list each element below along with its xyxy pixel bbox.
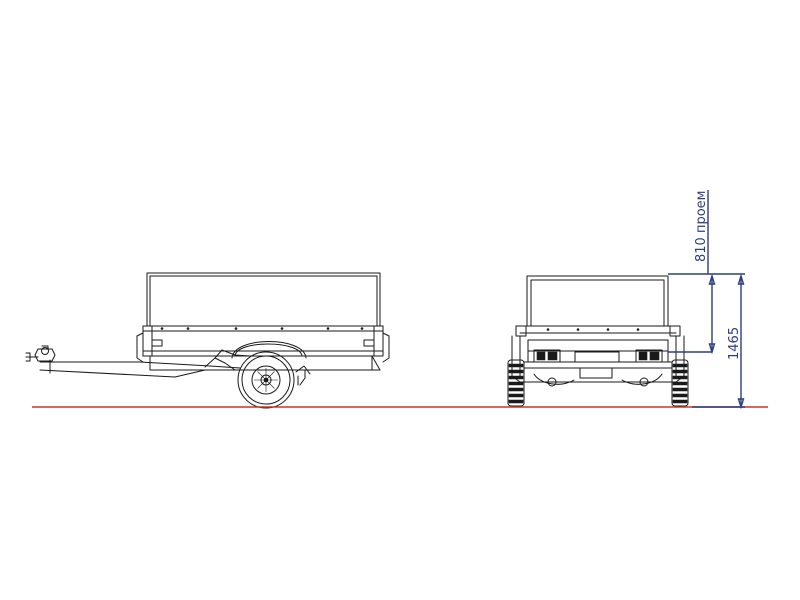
rear-view: [507, 275, 689, 407]
dimension-lines: [668, 190, 745, 410]
coupling-head: [25, 345, 56, 362]
cargo-body: [136, 272, 390, 371]
rear-right-wheel: [671, 359, 689, 407]
right-tail-light: [635, 349, 663, 363]
opening-dimension-label: 810 проем: [694, 191, 709, 262]
side-view: [25, 272, 390, 409]
rear-suspension: [533, 373, 663, 387]
canopy-frame: [526, 275, 669, 327]
side-wheel: [237, 351, 295, 409]
suspension: [204, 341, 311, 386]
rear-left-wheel: [507, 359, 525, 407]
body-rivets: [160, 327, 364, 330]
left-tail-light: [533, 349, 561, 363]
height-dimension-label: 1465: [727, 327, 742, 360]
